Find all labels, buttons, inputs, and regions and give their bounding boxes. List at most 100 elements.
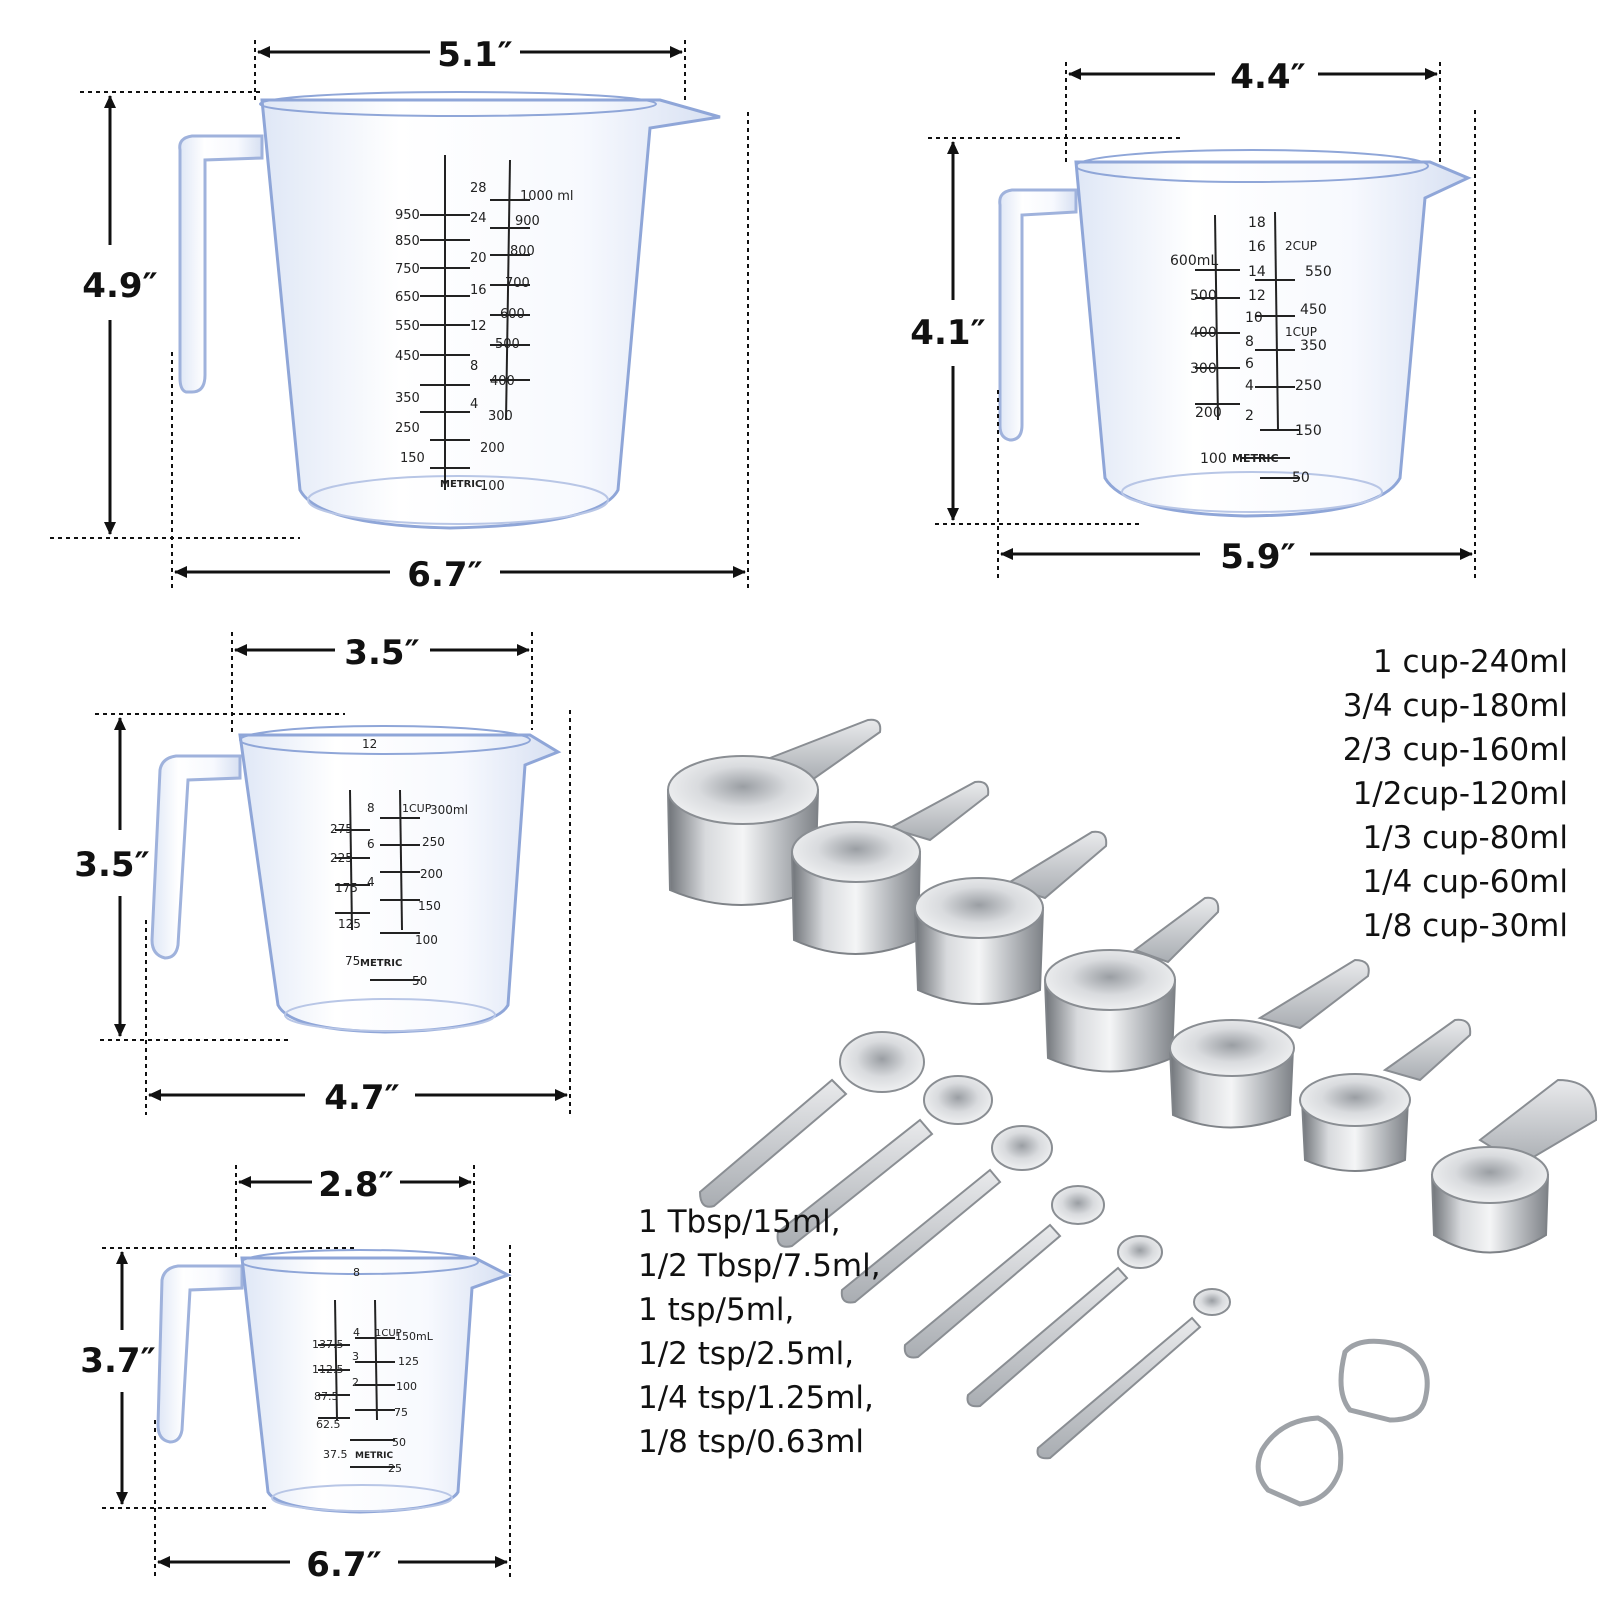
cup-size-item: 1 cup-240ml <box>1372 644 1568 680</box>
jug4-mark: METRIC <box>355 1451 394 1461</box>
jug2-mark: 1CUP <box>1285 325 1317 339</box>
measuring-jug-150ml: 137.5 112.5 87.5 62.5 37.5 150mL 125 100… <box>156 1249 512 1514</box>
measuring-jug-1000ml: 950 850 750 650 550 450 350 250 150 1000… <box>178 91 721 530</box>
jug4-base-width-label: 6.7″ <box>306 1545 381 1585</box>
jug3-mark: 6 <box>367 837 375 851</box>
jug2-mark: 6 <box>1245 356 1254 372</box>
jug1-mark: 100 <box>480 479 505 494</box>
measuring-spoon-1 <box>698 1031 925 1208</box>
jug1-mark: 750 <box>395 262 420 277</box>
cup-size-item: 3/4 cup-180ml <box>1342 688 1568 724</box>
jug2-height-label: 4.1″ <box>910 313 985 353</box>
jug4-mark: 150mL <box>395 1330 434 1343</box>
jug3-mark: 50 <box>412 974 427 988</box>
jug4-dimensions: 2.8″ 3.7″ 6.7″ <box>80 1165 511 1585</box>
jug2-mark: 150 <box>1295 423 1322 439</box>
cup-sizes-list: 1 cup-240ml 3/4 cup-180ml 2/3 cup-160ml … <box>1343 640 1568 948</box>
jug1-mark: METRIC <box>440 479 482 490</box>
jug1-mark: 550 <box>395 319 420 334</box>
jug3-mark: 250 <box>422 835 445 849</box>
jug1-mark: 16 <box>470 283 487 298</box>
jug4-mark: 25 <box>388 1462 402 1475</box>
jug4-mark: 87.5 <box>314 1390 339 1403</box>
measuring-cup-4 <box>1043 896 1220 1073</box>
jug2-mark: 12 <box>1248 288 1266 304</box>
jug1-mark: 800 <box>510 244 535 259</box>
jug3-mark: 175 <box>335 881 358 895</box>
jug2-base-width-label: 5.9″ <box>1220 537 1295 577</box>
jug2-mark: 250 <box>1295 378 1322 394</box>
spoon-size-item: 1/2 Tbsp/7.5ml, <box>638 1248 881 1284</box>
jug1-top-width-label: 5.1″ <box>437 35 512 75</box>
jug4-height-label: 3.7″ <box>80 1341 155 1381</box>
jug2-mark: 450 <box>1300 302 1327 318</box>
jug3-dimensions: 3.5″ 3.5″ 4.7″ <box>74 632 571 1118</box>
measuring-jug-600ml: 600mL 500 400 300 200 100 550 450 350 25… <box>998 149 1472 518</box>
jug2-mark: 16 <box>1248 239 1266 255</box>
jug1-mark: 950 <box>395 208 420 223</box>
jug1-mark: 1000 ml <box>520 189 574 204</box>
measuring-spoon-4 <box>903 1185 1105 1359</box>
jug2-mark: 2CUP <box>1285 239 1317 253</box>
jug2-dimensions: 4.4″ 4.1″ 5.9″ <box>910 57 1476 580</box>
jug3-height-label: 3.5″ <box>74 845 149 885</box>
measuring-spoon-3 <box>840 1125 1053 1304</box>
jug3-mark: 75 <box>345 954 360 968</box>
jug2-mark: 14 <box>1248 264 1266 280</box>
jug1-height-label: 4.9″ <box>82 266 157 306</box>
d-rings <box>1255 1338 1430 1507</box>
jug1-mark: 4 <box>470 397 478 412</box>
jug2-top-width-label: 4.4″ <box>1230 57 1305 97</box>
jug3-mark: 200 <box>420 867 443 881</box>
spoon-size-item: 1 Tbsp/15ml, <box>638 1204 841 1240</box>
jug3-mark: METRIC <box>360 958 402 969</box>
measuring-spoon-2 <box>776 1075 993 1248</box>
jug4-mark: 137.5 <box>312 1338 344 1351</box>
jug4-mark: 3 <box>352 1350 359 1363</box>
jug2-mark: 4 <box>1245 378 1254 394</box>
cup-size-item: 1/2cup-120ml <box>1352 776 1568 812</box>
cup-size-item: 1/4 cup-60ml <box>1362 864 1568 900</box>
jug1-mark: 900 <box>515 214 540 229</box>
cup-size-item: 1/8 cup-30ml <box>1362 908 1568 944</box>
jug3-mark: 12 <box>362 737 377 751</box>
jug3-mark: 100 <box>415 933 438 947</box>
jug1-mark: 250 <box>395 421 420 436</box>
jug1-mark: 24 <box>470 211 487 226</box>
measuring-cup-3 <box>913 830 1108 1005</box>
jug3-mark: 225 <box>330 851 353 865</box>
jug2-mark: 18 <box>1248 215 1266 231</box>
measuring-cup-6 <box>1299 1018 1472 1172</box>
measuring-cup-5 <box>1168 958 1370 1129</box>
jug1-mark: 400 <box>490 374 515 389</box>
jug1-mark: 850 <box>395 234 420 249</box>
jug4-mark: 62.5 <box>316 1418 341 1431</box>
jug1-mark: 28 <box>470 181 487 196</box>
measuring-spoons-set <box>698 1031 1231 1460</box>
measuring-cup-1 <box>666 718 882 906</box>
measuring-cups-set <box>666 718 1598 1254</box>
jug1-mark: 700 <box>505 276 530 291</box>
jug2-mark: 200 <box>1195 405 1222 421</box>
measuring-spoon-5 <box>966 1235 1163 1408</box>
jug4-mark: 4 <box>353 1326 360 1339</box>
jug1-mark: 200 <box>480 441 505 456</box>
jug4-mark: 2 <box>352 1376 359 1389</box>
spoon-sizes-list: 1 Tbsp/15ml, 1/2 Tbsp/7.5ml, 1 tsp/5ml, … <box>638 1200 881 1464</box>
jug1-base-width-label: 6.7″ <box>407 555 482 595</box>
jug3-mark: 8 <box>367 801 375 815</box>
jug4-mark: 100 <box>396 1380 417 1393</box>
jug4-mark: 8 <box>353 1266 360 1279</box>
jug1-mark: 300 <box>488 409 513 424</box>
jug1-mark: 450 <box>395 349 420 364</box>
spoon-size-item: 1/4 tsp/1.25ml, <box>638 1380 874 1416</box>
jug1-dimensions: 5.1″ 4.9″ 6.7″ <box>50 35 749 595</box>
jug2-mark: 100 <box>1200 451 1227 467</box>
jug3-mark: 1CUP <box>402 802 432 815</box>
jug4-mark: 37.5 <box>323 1448 348 1461</box>
jug1-mark: 150 <box>400 451 425 466</box>
jug1-mark: 600 <box>500 307 525 322</box>
jug4-mark: 75 <box>394 1406 408 1419</box>
cup-size-item: 1/3 cup-80ml <box>1362 820 1568 856</box>
spoon-size-item: 1/8 tsp/0.63ml <box>638 1424 865 1460</box>
